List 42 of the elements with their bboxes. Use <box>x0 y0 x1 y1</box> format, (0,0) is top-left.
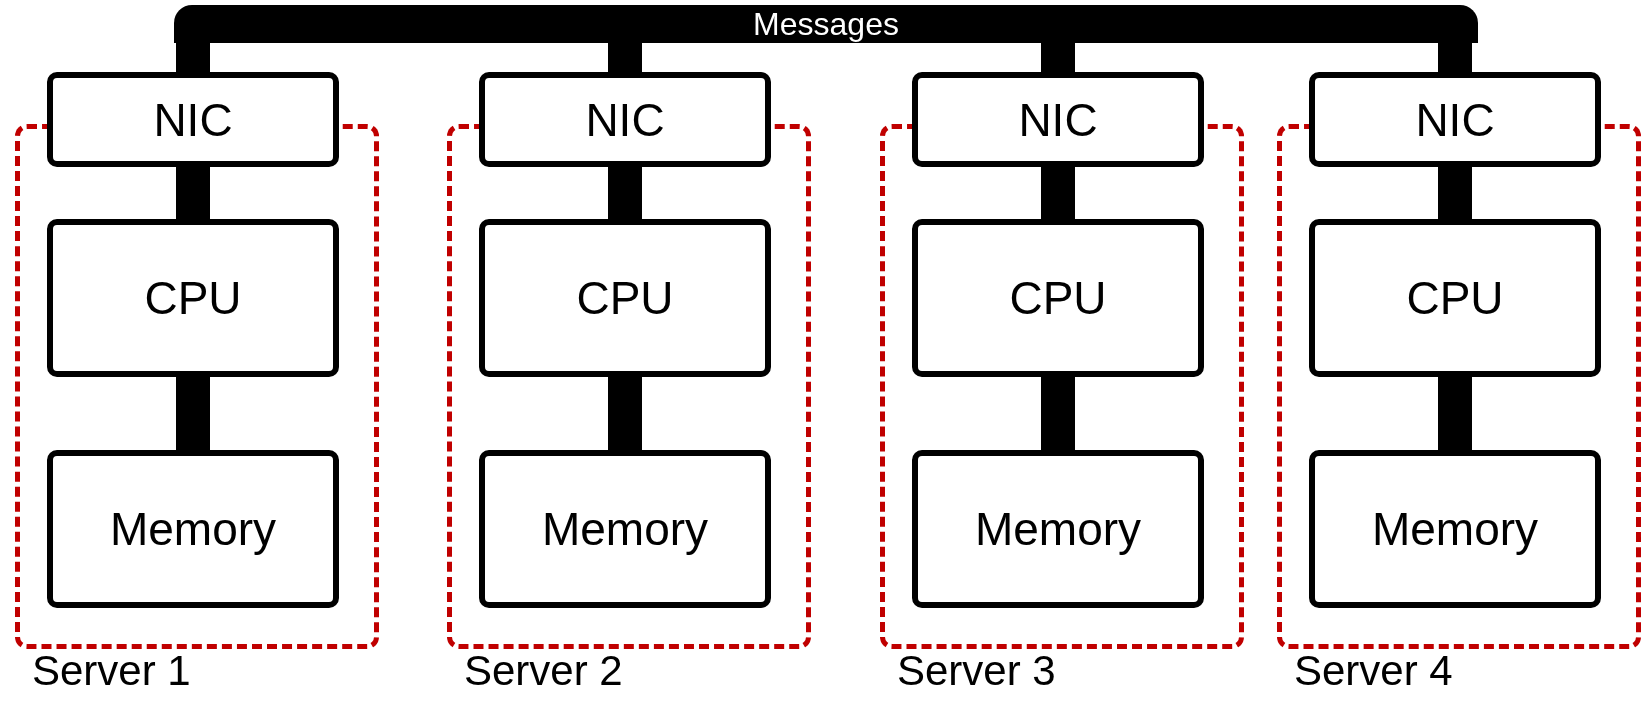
connector-line <box>176 167 210 219</box>
connector-line <box>176 377 210 450</box>
server-label: Server 3 <box>897 648 1056 695</box>
component-box <box>479 450 771 608</box>
connector-line <box>608 43 642 72</box>
connector-line <box>1041 43 1075 72</box>
connector-line <box>1438 167 1472 219</box>
component-label: Memory <box>974 502 1142 556</box>
component-box <box>1309 450 1601 608</box>
component-box <box>912 450 1204 608</box>
component-box <box>912 72 1204 167</box>
component-label: NIC <box>585 92 665 147</box>
component-box <box>47 450 339 608</box>
component-label: CPU <box>144 271 242 325</box>
connector-line <box>1041 167 1075 219</box>
message-bus <box>174 5 1478 43</box>
component-label: CPU <box>576 271 674 325</box>
component-label: Memory <box>1371 502 1539 556</box>
component-box <box>47 72 339 167</box>
component-label: Memory <box>109 502 277 556</box>
component-box <box>912 219 1204 377</box>
server-label: Server 1 <box>32 648 191 695</box>
server-label: Server 2 <box>464 648 623 695</box>
connector-line <box>608 167 642 219</box>
component-label: NIC <box>153 92 233 147</box>
connector-line <box>176 43 210 72</box>
bus-label: Messages <box>753 8 899 40</box>
server-label: Server 4 <box>1294 648 1453 695</box>
component-box <box>479 219 771 377</box>
component-label: CPU <box>1406 271 1504 325</box>
component-label: NIC <box>1018 92 1098 147</box>
component-box <box>1309 219 1601 377</box>
connector-line <box>608 377 642 450</box>
connector-line <box>1438 43 1472 72</box>
connector-line <box>1041 377 1075 450</box>
component-box <box>1309 72 1601 167</box>
component-box <box>47 219 339 377</box>
connector-line <box>1438 377 1472 450</box>
component-label: CPU <box>1009 271 1107 325</box>
component-label: Memory <box>541 502 709 556</box>
component-box <box>479 72 771 167</box>
component-label: NIC <box>1415 92 1495 147</box>
